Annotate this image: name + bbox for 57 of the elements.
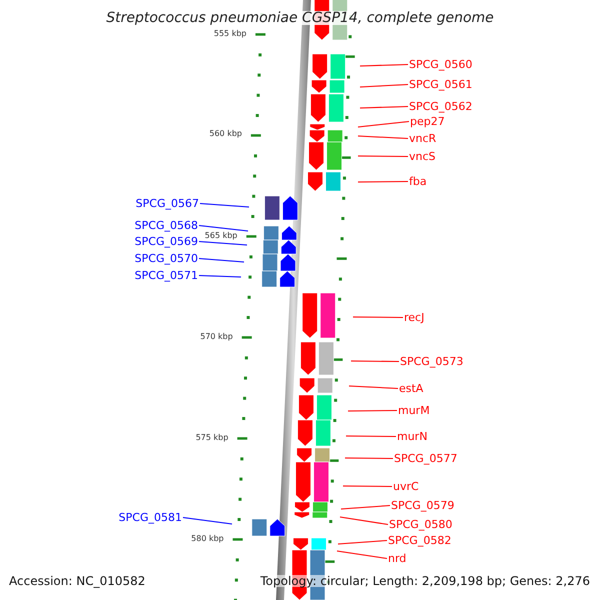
scale-label: 580 kbp bbox=[191, 535, 224, 543]
gene-label: recJ bbox=[404, 312, 424, 323]
leader-line bbox=[340, 516, 388, 525]
gene-label: uvrC bbox=[393, 481, 419, 492]
leader-line bbox=[350, 360, 400, 362]
leader-line bbox=[338, 540, 388, 544]
gene-label: murM bbox=[398, 405, 430, 416]
leader-line bbox=[360, 106, 408, 108]
title: Streptococcus pneumoniae CGSP14, complete genome bbox=[106, 11, 494, 25]
scale-label: 565 kbp bbox=[204, 232, 238, 240]
leader-line bbox=[336, 550, 388, 559]
leader-line bbox=[358, 121, 410, 128]
gene-label: SPCG_0568 bbox=[134, 220, 198, 231]
leader-line bbox=[358, 181, 408, 182]
gene-label: SPCG_0580 bbox=[389, 519, 452, 530]
gene-label: SPCG_0570 bbox=[134, 253, 198, 264]
gene-label: SPCG_0569 bbox=[134, 236, 198, 247]
gene-label: SPCG_0579 bbox=[391, 500, 454, 511]
leader-line bbox=[348, 410, 398, 412]
scale-label: 575 kbp bbox=[196, 434, 228, 442]
scale-label: 560 kbp bbox=[209, 130, 242, 138]
leader-line bbox=[358, 156, 408, 157]
gene-label: SPCG_0573 bbox=[400, 356, 464, 367]
gene-label: murN bbox=[397, 431, 428, 442]
leader-line bbox=[344, 458, 394, 459]
leader-line bbox=[348, 386, 398, 389]
gene-label: SPCG_0581 bbox=[118, 512, 182, 523]
leader-line bbox=[340, 505, 390, 510]
gene-label: SPCG_0571 bbox=[134, 270, 198, 281]
leader-line bbox=[198, 258, 244, 262]
gene-label: vncS bbox=[409, 151, 436, 162]
gene-label: SPCG_0560 bbox=[409, 59, 472, 70]
leader-line bbox=[342, 486, 392, 487]
gene-label: nrd bbox=[388, 553, 406, 564]
leader-line bbox=[198, 275, 242, 278]
leader-line bbox=[182, 517, 232, 524]
leader-line bbox=[200, 203, 250, 208]
gene-label: SPCG_0577 bbox=[394, 453, 458, 464]
gene-label: SPCG_0567 bbox=[136, 198, 199, 209]
leader-line bbox=[352, 316, 404, 318]
leader-line bbox=[358, 136, 408, 139]
footer-text: Topology: circular; Length: 2,209,198 bp; Genes: 2,276 bbox=[260, 575, 590, 587]
gene-label: SPCG_0561 bbox=[409, 79, 472, 90]
gene-label: fba bbox=[409, 176, 427, 187]
leader-line bbox=[198, 241, 248, 246]
leader-line bbox=[360, 84, 408, 88]
scale-label: 570 kbp bbox=[200, 333, 233, 341]
gene-label: vncR bbox=[409, 133, 436, 144]
leader-line bbox=[360, 64, 408, 66]
gene-label: estA bbox=[399, 383, 424, 394]
scale-label: 555 kbp bbox=[214, 30, 246, 38]
leader-line bbox=[198, 225, 248, 232]
footer-text: Accession: NC_010582 bbox=[9, 575, 146, 587]
gene-label: SPCG_0562 bbox=[409, 101, 472, 112]
gene-label: pep27 bbox=[410, 116, 445, 127]
gene-label: SPCG_0582 bbox=[388, 535, 452, 546]
leader-line bbox=[346, 436, 396, 437]
